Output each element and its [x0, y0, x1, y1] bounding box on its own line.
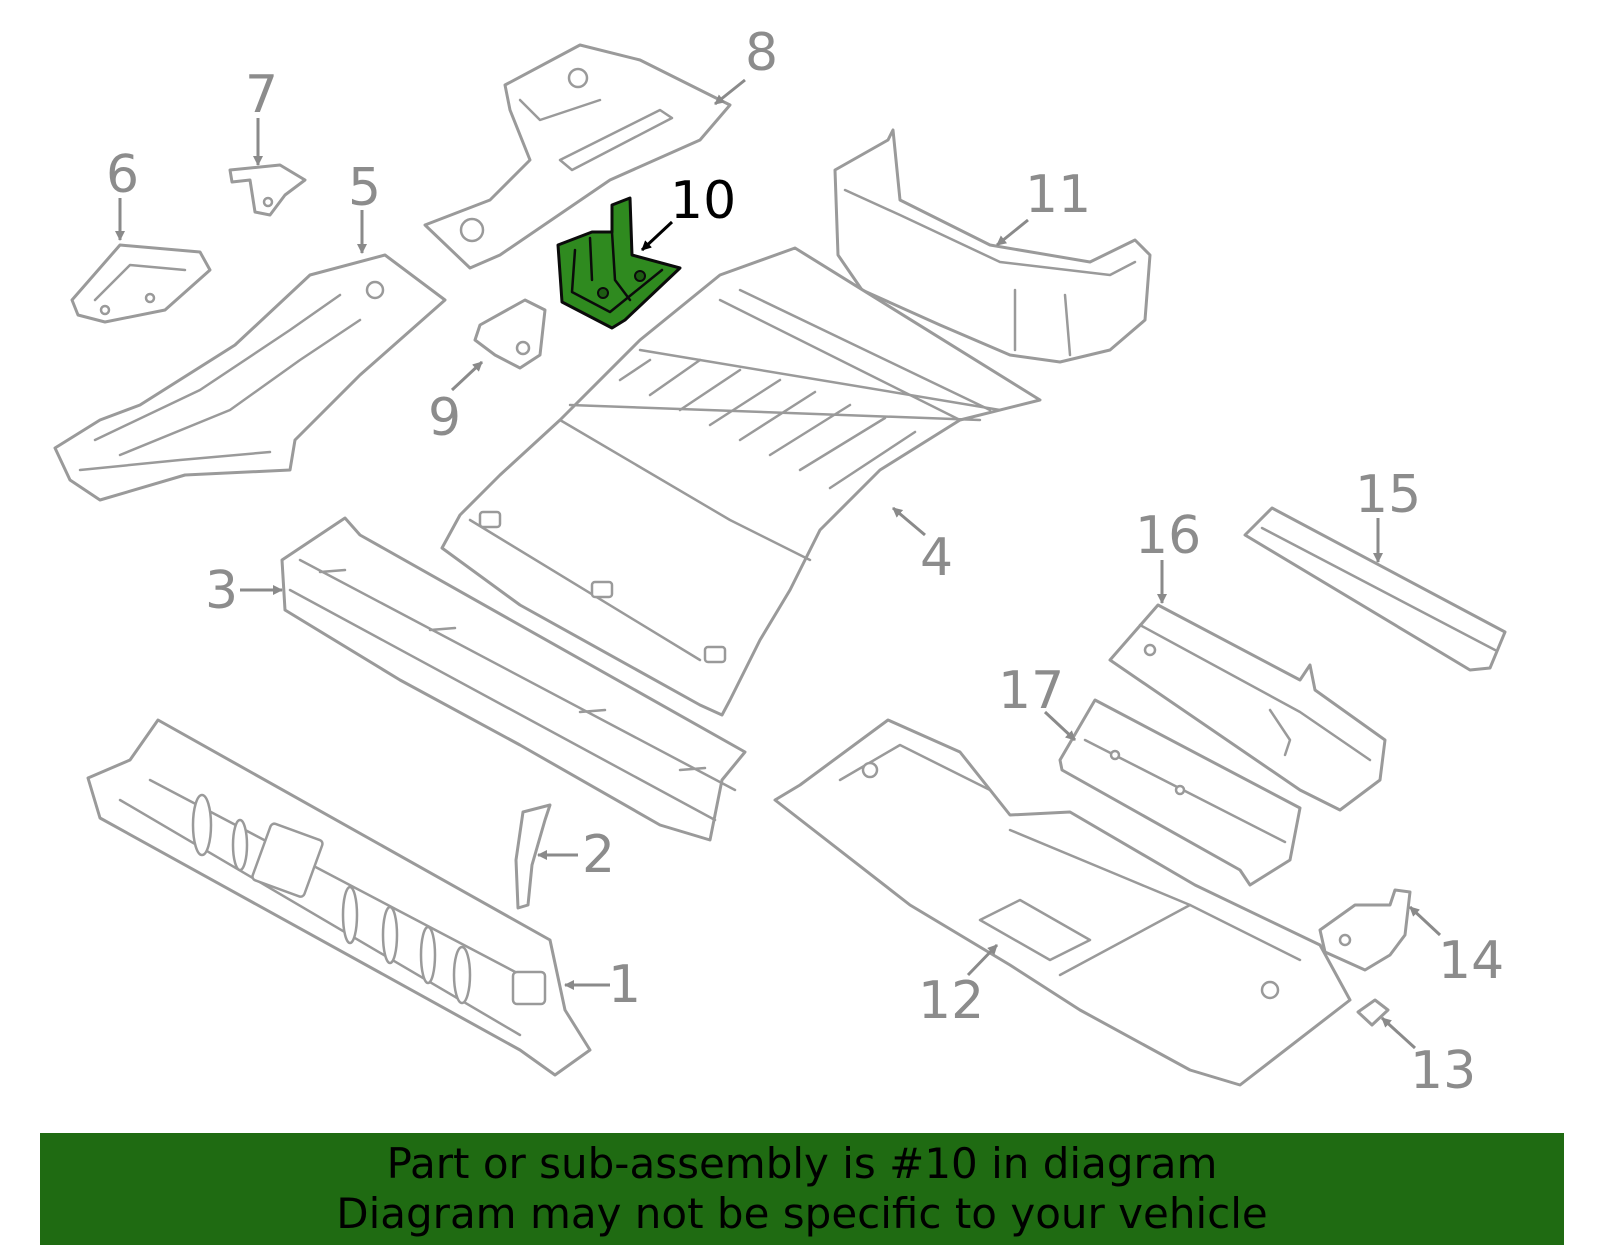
callout-8: 8 — [745, 23, 778, 83]
callout-15: 15 — [1355, 465, 1421, 525]
callout-2: 2 — [582, 825, 615, 885]
callout-1: 1 — [608, 955, 641, 1015]
banner-line-disclaimer: Diagram may not be specific to your vehi… — [336, 1189, 1268, 1238]
callout-6: 6 — [106, 145, 139, 205]
callout-13: 13 — [1410, 1041, 1476, 1101]
callout-10: 10 — [670, 171, 736, 231]
part-7[interactable] — [228, 163, 307, 217]
part-6[interactable] — [70, 243, 212, 324]
callout-labels: 1 2 3 4 5 6 7 8 9 10 11 12 13 14 15 16 1… — [106, 23, 1504, 1101]
callout-4: 4 — [920, 528, 953, 588]
part-14[interactable] — [1318, 888, 1412, 972]
part-4[interactable] — [440, 246, 1042, 717]
part-16[interactable] — [1108, 603, 1387, 812]
part-10-highlighted[interactable] — [556, 196, 682, 330]
part-17[interactable] — [1058, 698, 1302, 887]
part-8[interactable] — [423, 43, 732, 270]
callout-16: 16 — [1135, 506, 1201, 566]
part-12[interactable] — [773, 718, 1352, 1087]
callout-14: 14 — [1438, 931, 1504, 991]
callout-5: 5 — [348, 158, 381, 218]
callout-3: 3 — [205, 561, 238, 621]
callout-11: 11 — [1025, 165, 1091, 225]
part-15[interactable] — [1243, 506, 1507, 672]
part-3[interactable] — [280, 516, 747, 842]
part-2[interactable] — [514, 803, 552, 910]
info-banner: Part or sub-assembly is #10 in diagram D… — [40, 1133, 1564, 1245]
part-5[interactable] — [53, 253, 447, 502]
part-11[interactable] — [833, 128, 1152, 364]
callout-12: 12 — [918, 971, 984, 1031]
part-9[interactable] — [473, 298, 547, 370]
parts-diagram: 1 2 3 4 5 6 7 8 9 10 11 12 13 14 15 16 1… — [53, 23, 1507, 1101]
leader-lines — [115, 78, 1442, 1050]
part-13[interactable] — [1356, 998, 1390, 1027]
callout-9: 9 — [428, 388, 461, 448]
part-1[interactable] — [86, 718, 592, 1077]
callout-7: 7 — [245, 65, 278, 125]
callout-17: 17 — [998, 661, 1064, 721]
banner-line-part-number: Part or sub-assembly is #10 in diagram — [386, 1139, 1218, 1188]
